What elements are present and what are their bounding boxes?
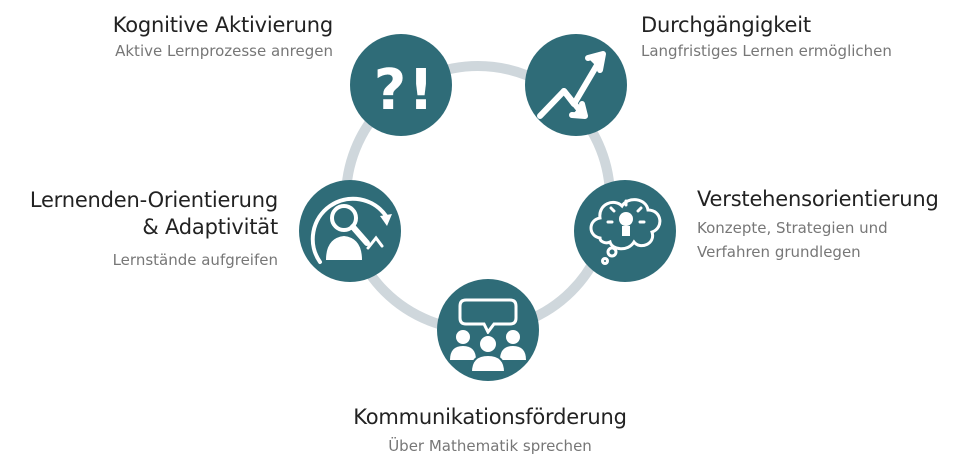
- node-title: Kognitive Aktivierung: [112, 13, 334, 37]
- node-lernenden-orientierung: [299, 180, 401, 282]
- node-subtitle-line: Konzepte, Strategien und: [697, 219, 888, 237]
- node-title-line: & Adaptivität: [142, 215, 278, 239]
- label-kommunikationsfoerderung: Kommunikationsförderung Über Mathematik …: [290, 404, 690, 458]
- node-circle: [525, 34, 627, 136]
- rising-arrow-icon: [537, 51, 606, 119]
- lightbulb-thought-icon: [589, 198, 662, 265]
- node-kognitive-aktivierung: ? !: [350, 34, 452, 136]
- node-title: Kommunikationsförderung: [353, 405, 627, 429]
- node-subtitle-line: Verfahren grundlegen: [697, 243, 861, 261]
- svg-text:?: ?: [374, 58, 406, 123]
- question-exclamation-icon: ? !: [374, 58, 434, 123]
- label-kognitive-aktivierung: Kognitive Aktivierung Aktive Lernprozess…: [112, 12, 334, 63]
- label-verstehensorientierung: Verstehensorientierung Konzepte, Strateg…: [697, 186, 939, 264]
- node-subtitle: Über Mathematik sprechen: [388, 437, 592, 455]
- node-title: Durchgängigkeit: [641, 13, 811, 37]
- speech-group-icon: [450, 298, 526, 373]
- node-verstehensorientierung: [574, 180, 676, 282]
- node-circle: [350, 34, 452, 136]
- svg-text:!: !: [408, 58, 434, 123]
- node-durchgaengigkeit: [525, 34, 627, 136]
- label-lernenden-orientierung: Lernenden-Orientierung & Adaptivität Ler…: [30, 187, 278, 272]
- node-subtitle: Lernstände aufgreifen: [112, 251, 278, 269]
- magnifier-person-icon: [310, 196, 392, 264]
- node-kommunikationsfoerderung: [437, 279, 539, 381]
- label-durchgaengigkeit: Durchgängigkeit Langfristiges Lernen erm…: [641, 12, 892, 63]
- node-title-line: Lernenden-Orientierung: [29, 188, 278, 212]
- node-subtitle: Langfristiges Lernen ermöglichen: [641, 42, 892, 60]
- node-subtitle: Aktive Lernprozesse anregen: [115, 42, 333, 60]
- node-title: Verstehensorientierung: [697, 187, 939, 211]
